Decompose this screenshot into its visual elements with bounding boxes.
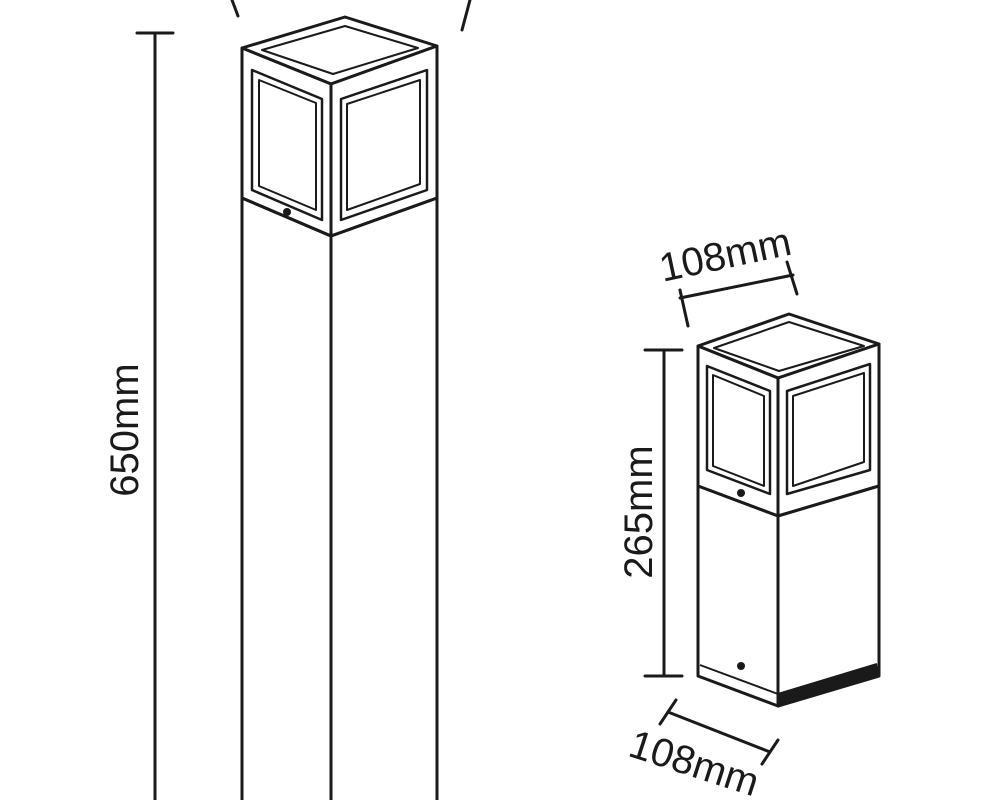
tall-pole: [240, 196, 439, 800]
tall-bollard: 650mm: [103, 0, 472, 800]
short-lantern-head: [696, 312, 881, 518]
short-height-dimension: [643, 348, 684, 678]
tall-lantern-head: [240, 15, 439, 238]
short-bottom-depth-label: 108mm: [624, 722, 764, 800]
short-bottom-dot: [737, 662, 745, 670]
tall-height-label: 650mm: [103, 363, 147, 496]
short-sensor-dot: [737, 489, 745, 497]
tall-height-dimension: [135, 31, 175, 800]
short-top-dimension: [678, 260, 799, 328]
tall-top-dimension: [230, 0, 472, 32]
short-body: [696, 484, 881, 708]
short-height-label: 265mm: [617, 445, 661, 578]
short-bottom-dimension: [658, 698, 780, 766]
tall-sensor-dot: [283, 208, 291, 216]
short-bollard: 108mm 265mm: [617, 220, 881, 800]
